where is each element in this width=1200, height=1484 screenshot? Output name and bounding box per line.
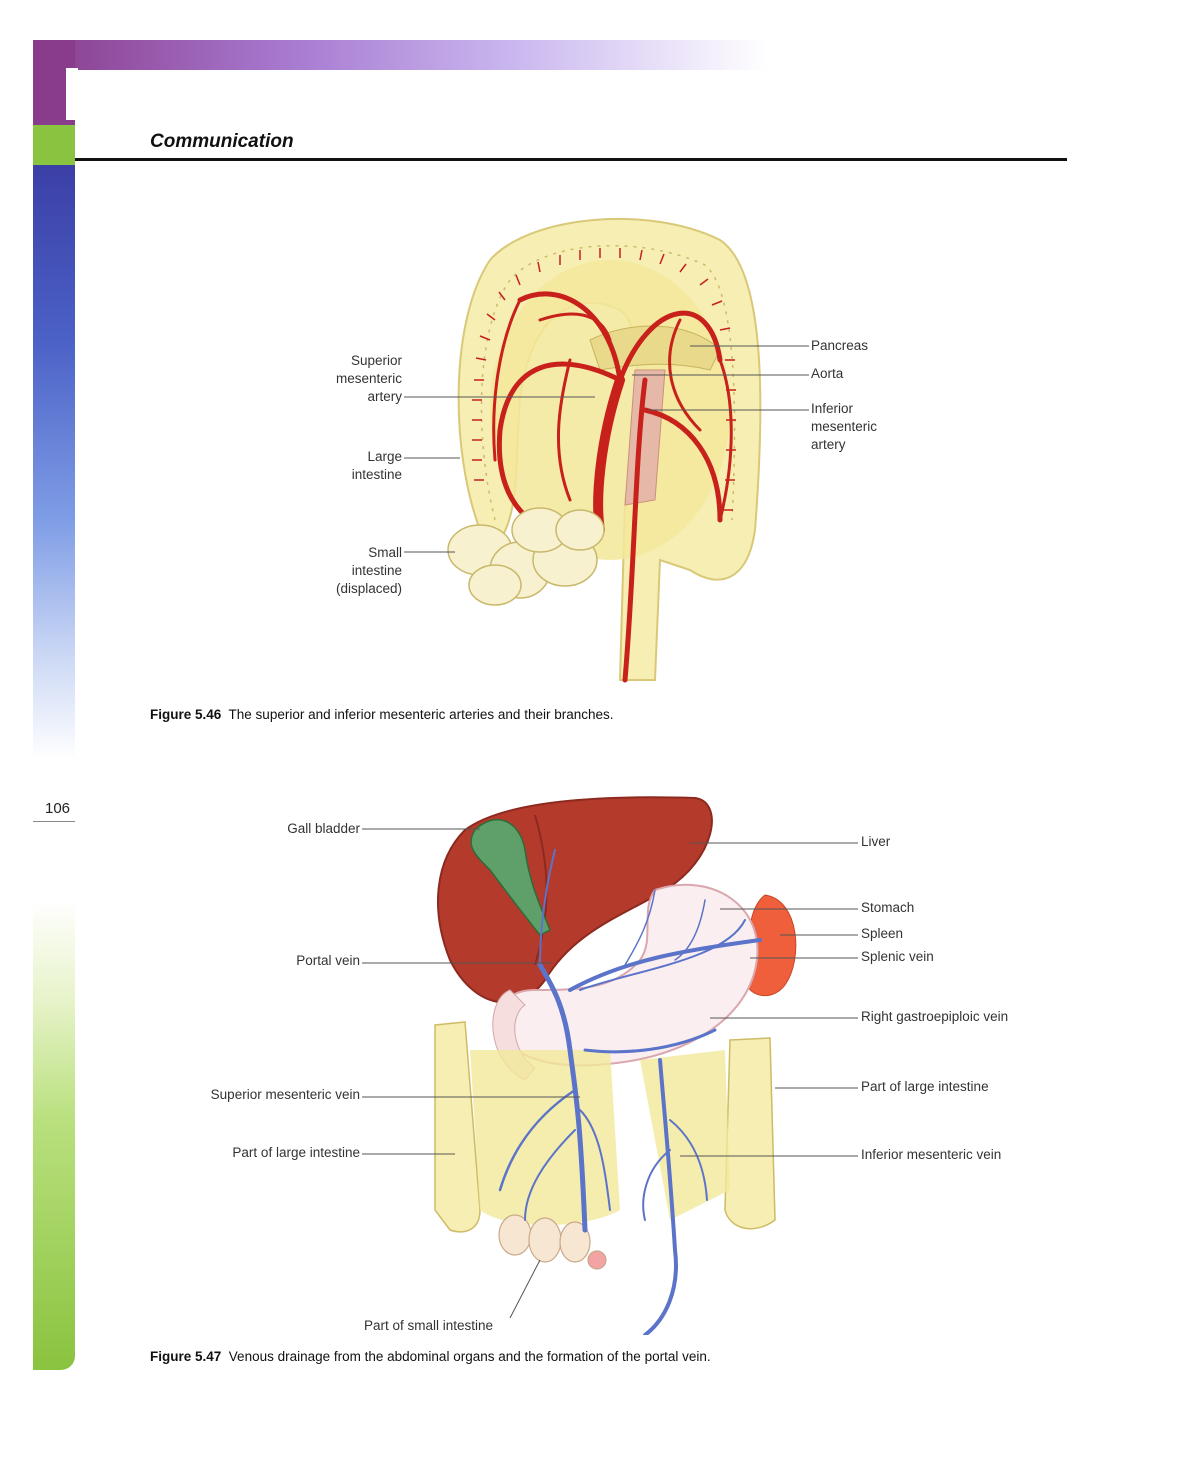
caption-number: Figure 5.47 xyxy=(150,1349,222,1364)
caption-text: Venous drainage from the abdominal organ… xyxy=(228,1349,711,1364)
label-part-of-small-intestine: Part of small intestine xyxy=(364,1318,494,1333)
label-line: mesenteric xyxy=(335,371,402,386)
label-line: (displaced) xyxy=(335,581,402,596)
label-stomach: Stomach xyxy=(861,900,915,915)
chapter-title: Communication xyxy=(150,131,294,152)
label-part-of-large-intestine-left: Part of large intestine xyxy=(232,1145,360,1160)
label-gall-bladder: Gall bladder xyxy=(287,821,360,836)
label-liver: Liver xyxy=(861,834,891,849)
label-line: artery xyxy=(811,437,846,452)
label-portal-vein: Portal vein xyxy=(296,953,360,968)
label-inferior-mesenteric-artery: Inferior mesenteric artery xyxy=(811,400,877,454)
label-line: Pancreas xyxy=(811,338,869,353)
label-line: Large xyxy=(367,449,402,464)
label-aorta: Aorta xyxy=(811,365,843,383)
label-line: Small xyxy=(368,545,402,560)
label-line: intestine xyxy=(351,563,402,578)
label-small-intestine: Small intestine (displaced) xyxy=(302,544,402,598)
label-line: Inferior xyxy=(811,401,854,416)
label-part-of-large-intestine-right: Part of large intestine xyxy=(861,1079,989,1094)
portal-vein-illustration xyxy=(434,796,797,1335)
label-large-intestine: Large intestine xyxy=(302,448,402,484)
label-splenic-vein: Splenic vein xyxy=(861,949,934,964)
label-line: mesenteric xyxy=(811,419,878,434)
caption-text: The superior and inferior mesenteric art… xyxy=(228,707,614,722)
figure-5-47-caption: Figure 5.47 Venous drainage from the abd… xyxy=(150,1349,711,1364)
page-number: 106 xyxy=(45,800,71,817)
header-color-band xyxy=(33,40,768,70)
label-pancreas: Pancreas xyxy=(811,337,868,355)
label-line: Superior xyxy=(350,353,402,368)
figure-5-46-caption: Figure 5.46 The superior and inferior me… xyxy=(150,707,614,722)
label-superior-mesenteric-artery: Superior mesenteric artery xyxy=(302,352,402,406)
label-line: Aorta xyxy=(811,366,844,381)
leader-line xyxy=(509,1259,541,1319)
page-side-tab xyxy=(33,40,75,1370)
label-right-gastroepiploic-vein: Right gastroepiploic vein xyxy=(861,1009,1009,1024)
mesenteric-arteries-illustration xyxy=(447,217,762,683)
header-rule xyxy=(75,158,1067,161)
label-line: artery xyxy=(367,389,402,404)
label-line: intestine xyxy=(351,467,402,482)
caption-number: Figure 5.46 xyxy=(150,707,222,722)
label-inferior-mesenteric-vein: Inferior mesenteric vein xyxy=(861,1147,1002,1162)
side-tab-notch xyxy=(66,68,78,120)
label-spleen: Spleen xyxy=(861,926,904,941)
label-superior-mesenteric-vein: Superior mesenteric vein xyxy=(210,1087,360,1102)
page-number-rule xyxy=(33,821,75,822)
